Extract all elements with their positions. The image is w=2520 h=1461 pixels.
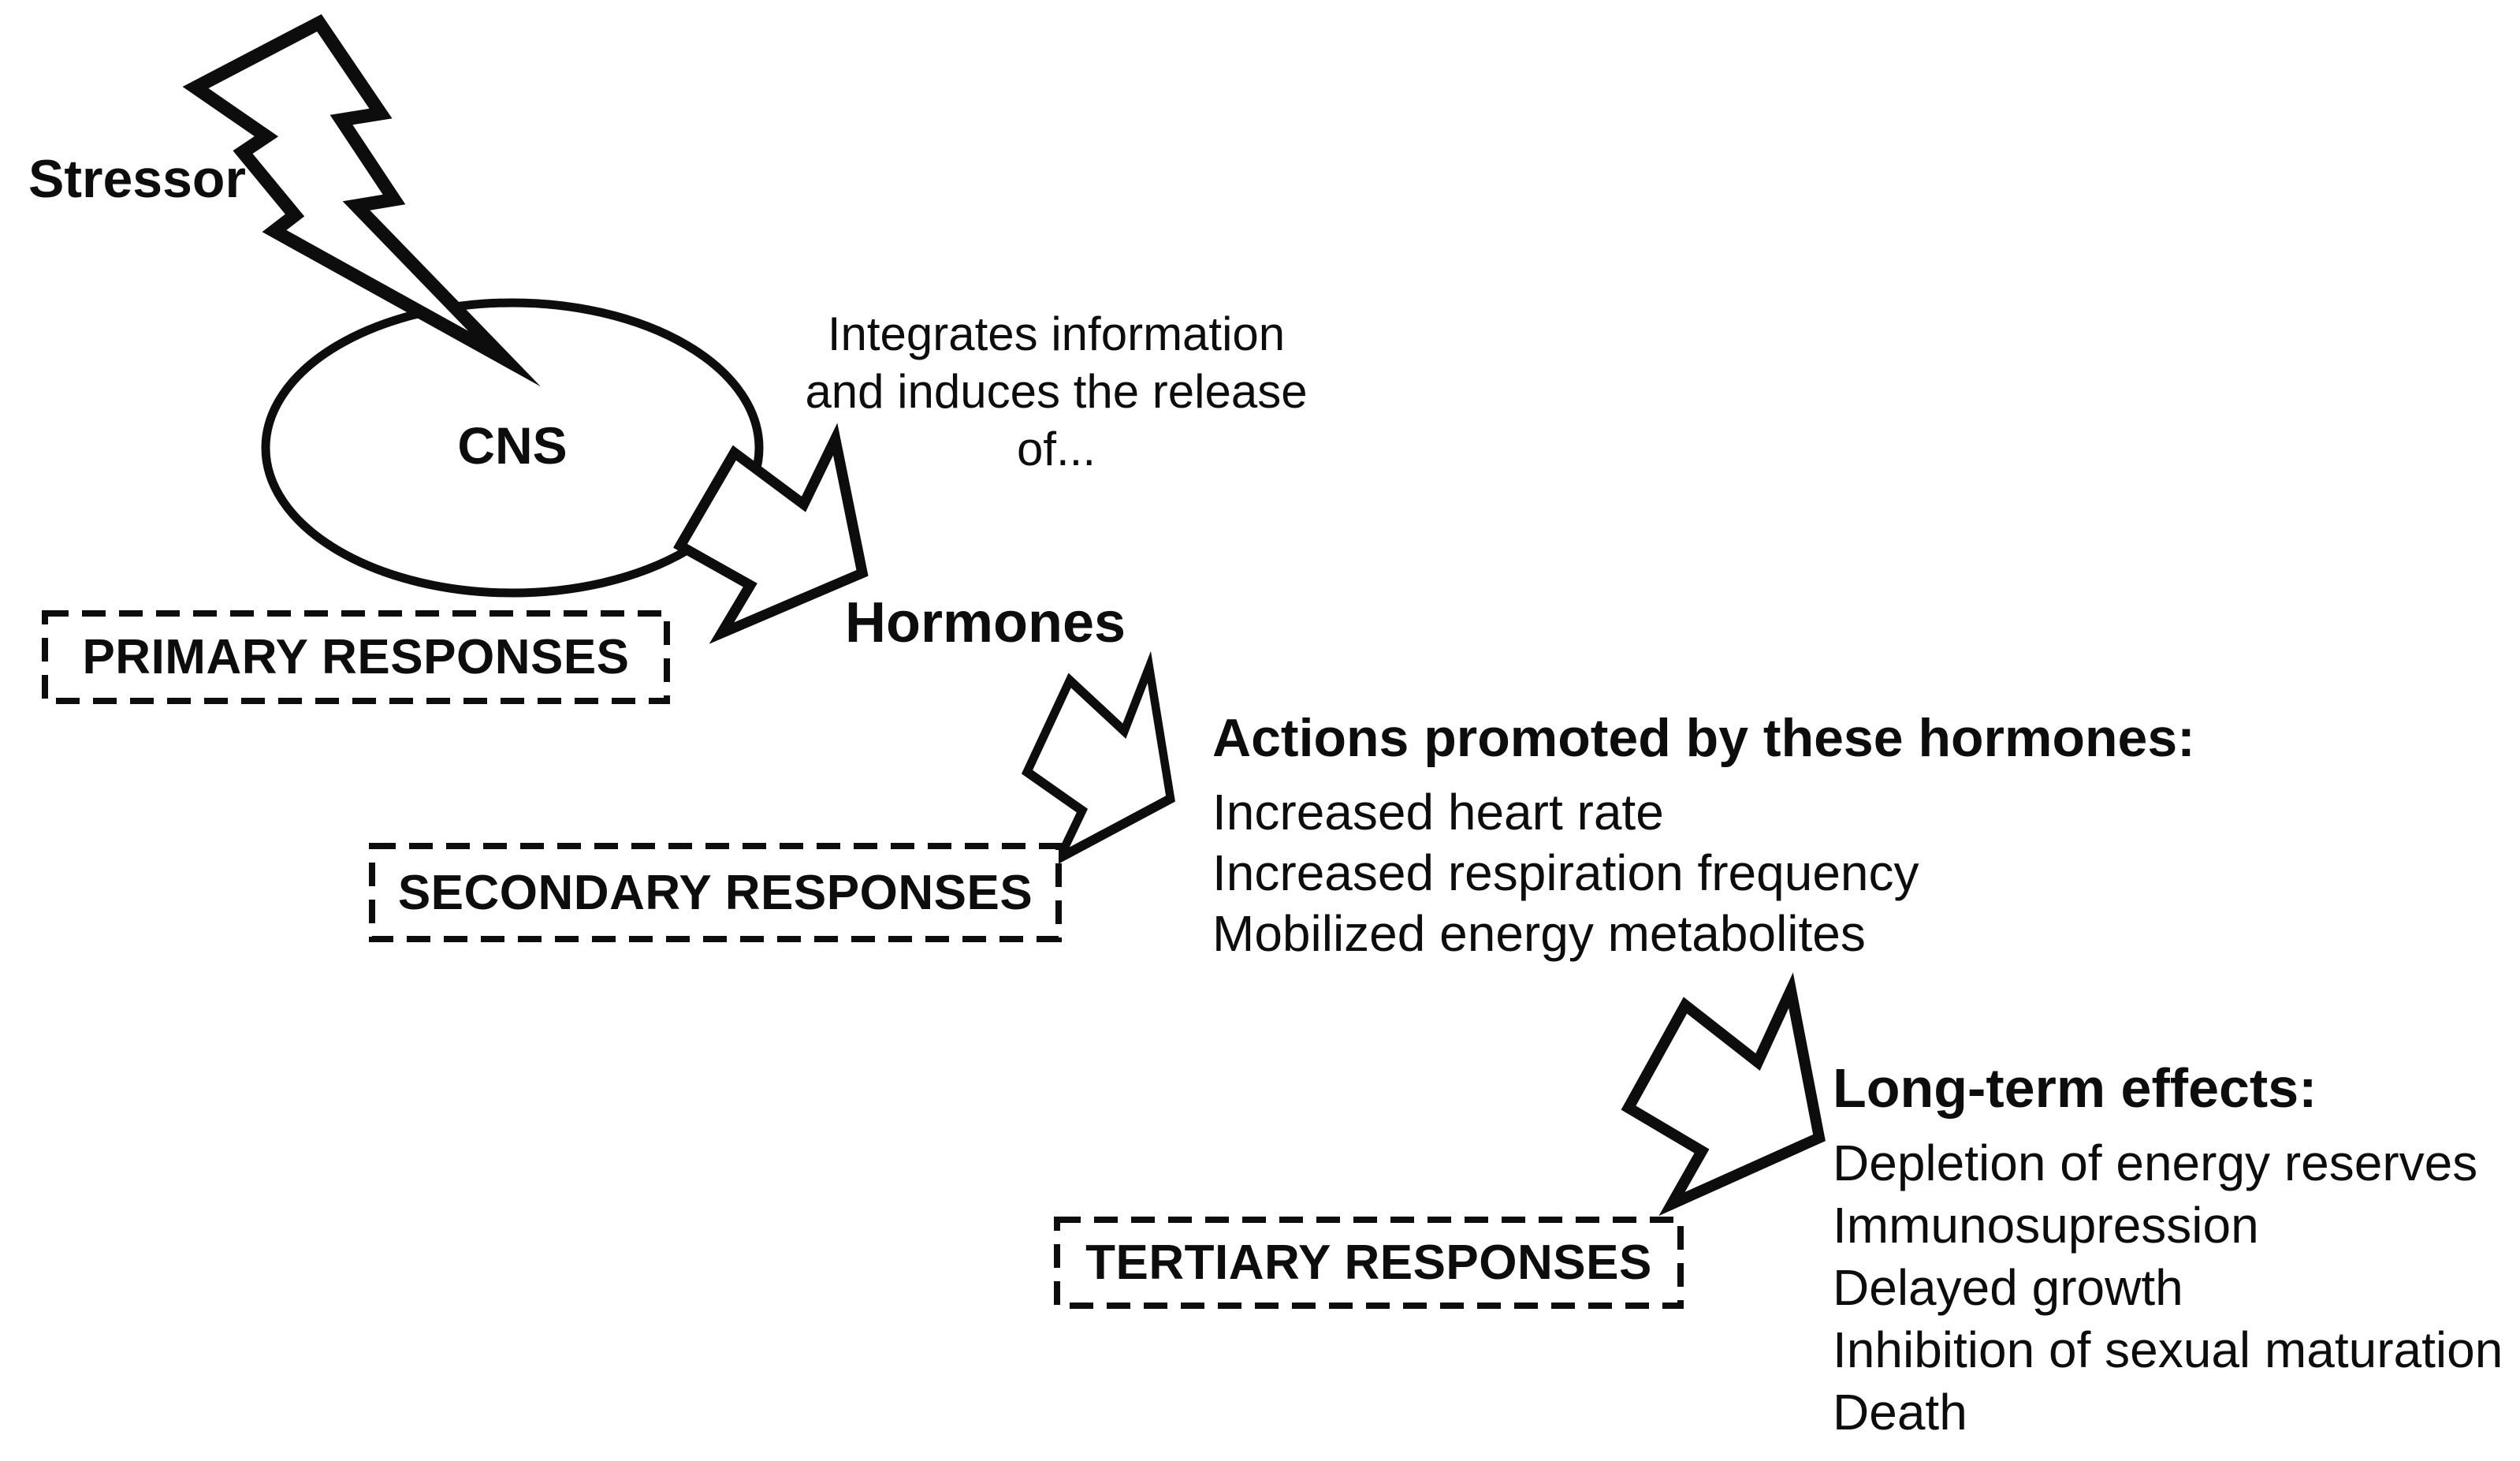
stressor-label: Stressor [28,149,246,209]
cns-ellipse [261,298,764,598]
secondary-responses-label: SECONDARY RESPONSES [397,865,1033,920]
hormones-label: Hormones [845,591,1126,654]
tertiary-responses-border [1054,1217,1684,1309]
long-term-item-5: Death [1833,1384,1967,1441]
cns-caption-line-1: Integrates information [827,307,1286,360]
cns-caption-line-2: and induces the release [805,365,1308,418]
long-term-item-4: Inhibition of sexual maturation [1833,1321,2503,1378]
primary-responses-label: PRIMARY RESPONSES [82,630,630,684]
cns-label: CNS [266,304,759,587]
actions-list: Increased heart rate Increased respirati… [1212,782,1919,964]
secondary-responses-border [369,843,1062,942]
arrow-hormones-to-secondary-icon [1021,650,1175,869]
lightning-bolt-icon [182,13,541,387]
tertiary-responses-label: TERTIARY RESPONSES [1085,1236,1652,1290]
arrow-secondary-to-tertiary-icon [1621,972,1826,1217]
primary-responses-border [42,610,670,704]
actions-heading: Actions promoted by these hormones: [1212,708,2195,768]
cns-caption: Integrates information and induces the r… [761,305,1352,478]
actions-item-1: Increased heart rate [1212,784,1664,840]
arrow-cns-to-hormones-icon [673,423,869,644]
tertiary-responses-box: TERTIARY RESPONSES [1054,1217,1684,1309]
secondary-responses-box: SECONDARY RESPONSES [369,843,1062,942]
long-term-effects-list: Depletion of energy reserves Immunosupre… [1833,1132,2503,1444]
actions-item-2: Increased respiration frequency [1212,844,1919,901]
long-term-item-3: Delayed growth [1833,1259,2183,1316]
primary-responses-box: PRIMARY RESPONSES [42,610,670,704]
long-term-effects-heading: Long-term effects: [1833,1057,2317,1119]
long-term-item-2: Immunosupression [1833,1197,2259,1254]
long-term-item-1: Depletion of energy reserves [1833,1135,2478,1191]
actions-item-3: Mobilized energy metabolites [1212,905,1866,962]
cns-caption-line-3: of... [1016,423,1096,475]
cns-label-text: CNS [457,416,568,475]
